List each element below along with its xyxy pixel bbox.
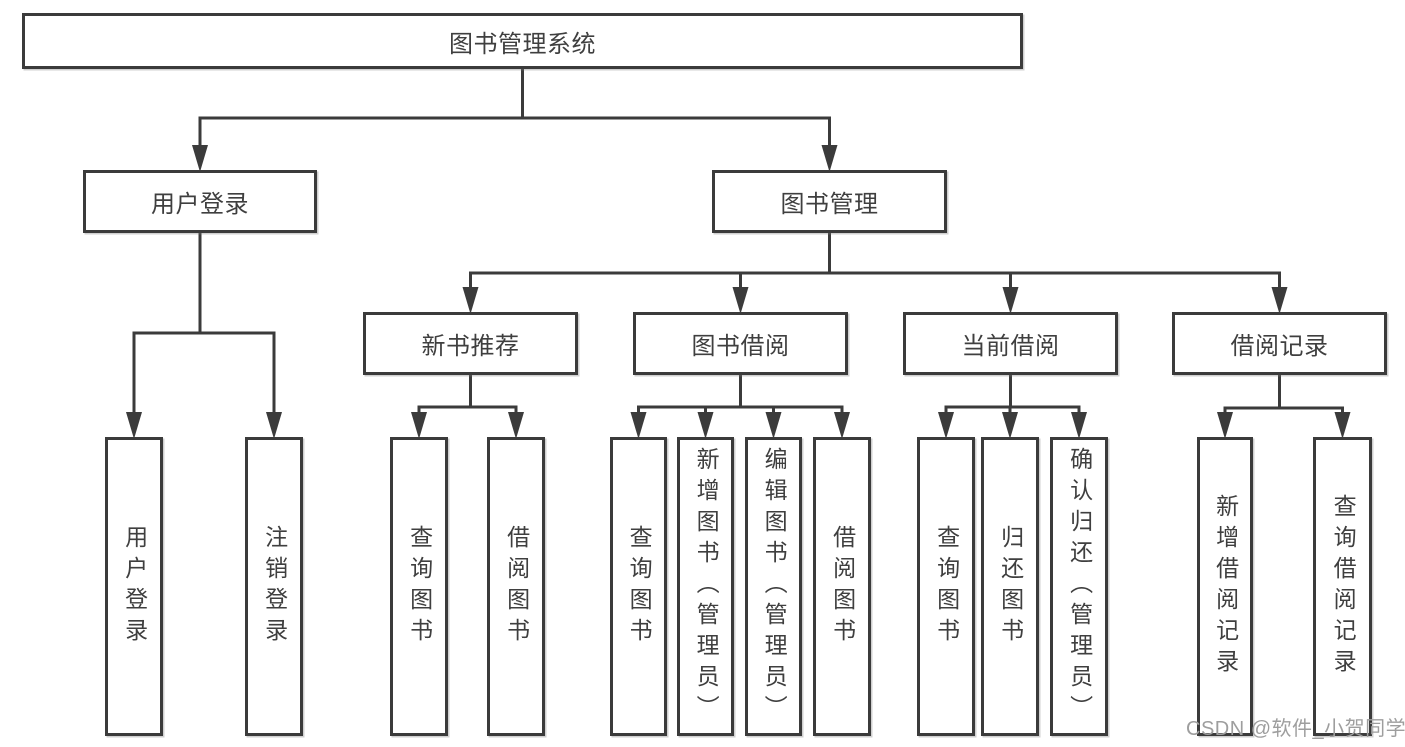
node-leaf-borrow-book-2: 借阅图书: [813, 437, 871, 736]
node-leaf-edit-book: 编辑图书（管理员）: [745, 437, 802, 736]
arrowhead-icon: [266, 412, 282, 439]
node-current-borrow: 当前借阅: [903, 312, 1118, 375]
node-user-login: 用户登录: [83, 170, 317, 233]
arrowhead-icon: [630, 412, 647, 439]
node-book-borrow: 图书借阅: [633, 312, 848, 375]
arrowhead-icon: [1334, 412, 1351, 439]
node-leaf-add-borrow-rec: 新增借阅记录: [1197, 437, 1253, 736]
node-borrow-records: 借阅记录: [1172, 312, 1387, 375]
arrowhead-icon: [1271, 287, 1288, 314]
arrowhead-icon: [1002, 412, 1018, 439]
arrowhead-icon: [508, 412, 524, 439]
node-leaf-query-book-3: 查询图书: [917, 437, 975, 736]
arrowhead-icon: [821, 145, 838, 172]
node-book-mgmt: 图书管理: [712, 170, 947, 233]
node-leaf-user-login: 用户登录: [105, 437, 163, 736]
node-leaf-query-book-2: 查询图书: [610, 437, 667, 736]
node-leaf-query-book-1: 查询图书: [390, 437, 448, 736]
watermark-text: CSDN @软件_小贺同学: [1186, 718, 1405, 740]
arrowhead-icon: [1217, 412, 1233, 439]
node-root: 图书管理系统: [22, 13, 1023, 69]
arrowhead-icon: [834, 412, 850, 439]
arrowhead-icon: [765, 412, 782, 439]
node-leaf-query-borrow-rec: 查询借阅记录: [1313, 437, 1372, 736]
arrowhead-icon: [1071, 412, 1087, 439]
arrowhead-icon: [192, 145, 208, 172]
arrowhead-icon: [411, 412, 427, 439]
node-new-book-rec: 新书推荐: [363, 312, 578, 375]
arrowhead-icon: [126, 412, 142, 439]
arrowhead-icon: [1002, 287, 1019, 314]
arrowhead-icon: [462, 287, 479, 314]
node-leaf-add-book: 新增图书（管理员）: [677, 437, 734, 736]
node-leaf-borrow-book-1: 借阅图书: [487, 437, 545, 736]
arrowhead-icon: [938, 412, 954, 439]
arrowhead-icon: [697, 412, 714, 439]
node-leaf-return-book: 归还图书: [981, 437, 1039, 736]
node-leaf-confirm-return: 确认归还（管理员）: [1050, 437, 1108, 736]
arrowhead-icon: [732, 287, 749, 314]
node-leaf-logout: 注销登录: [245, 437, 303, 736]
